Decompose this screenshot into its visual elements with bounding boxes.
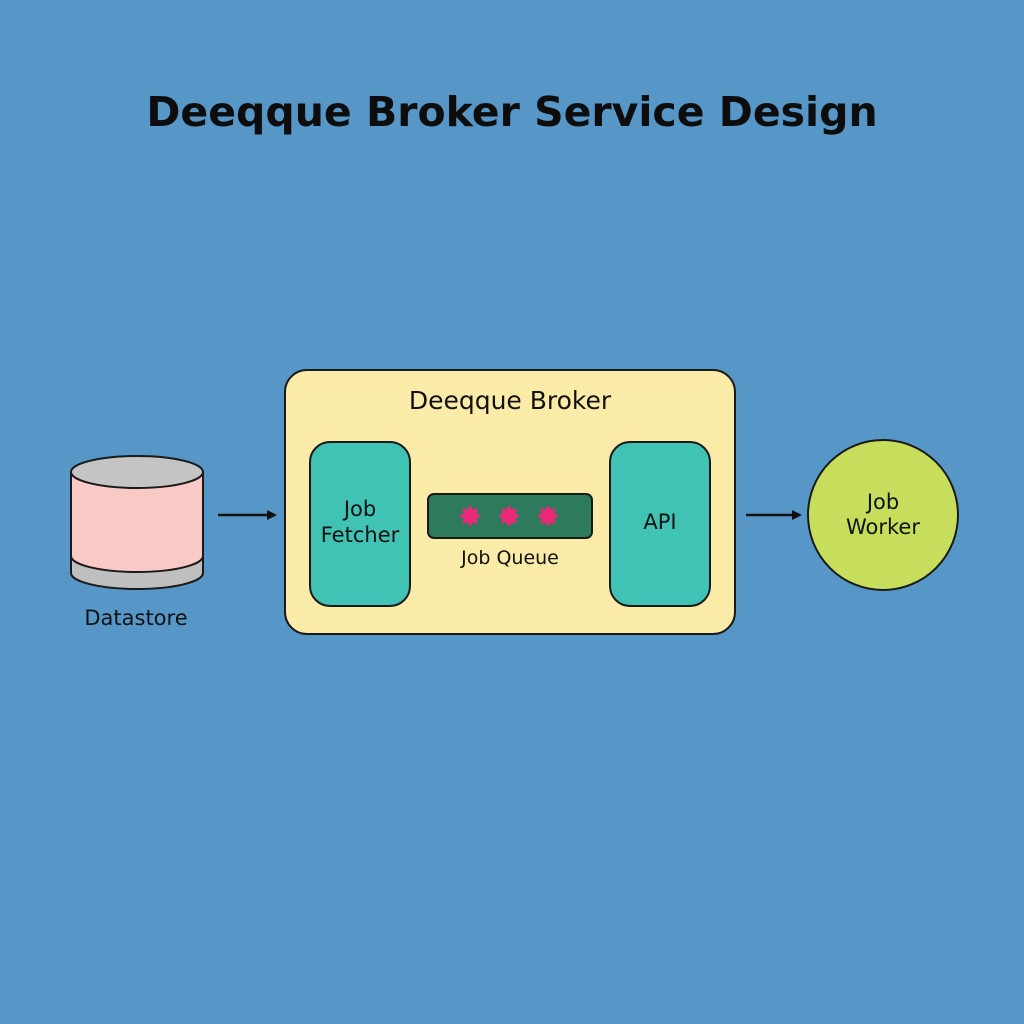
datastore-label: Datastore bbox=[84, 606, 188, 630]
page-title: Deeqque Broker Service Design bbox=[146, 88, 878, 136]
job-queue-items bbox=[459, 505, 559, 527]
broker-title: Deeqque Broker bbox=[408, 386, 612, 415]
queue-item-icon bbox=[459, 505, 481, 527]
datastore-cylinder-top bbox=[70, 455, 204, 489]
api-box bbox=[609, 441, 711, 607]
job-fetcher-label-line1: Job bbox=[343, 497, 377, 521]
job-queue-label: Job Queue bbox=[461, 547, 559, 569]
datastore-cylinder-body bbox=[70, 471, 204, 573]
job-worker-circle bbox=[807, 439, 959, 591]
queue-item-icon bbox=[537, 505, 559, 527]
queue-item-icon bbox=[498, 505, 520, 527]
datastore-cylinder bbox=[70, 455, 204, 590]
job-fetcher-label-line2: Fetcher bbox=[320, 523, 400, 547]
api-label: API bbox=[643, 510, 677, 534]
job-fetcher-box bbox=[309, 441, 411, 607]
job-fetcher-label: Job Fetcher bbox=[310, 496, 410, 548]
job-worker-label: Job Worker bbox=[808, 490, 958, 540]
job-worker-label-line1: Job bbox=[866, 490, 900, 514]
job-worker-label-line2: Worker bbox=[846, 515, 920, 539]
